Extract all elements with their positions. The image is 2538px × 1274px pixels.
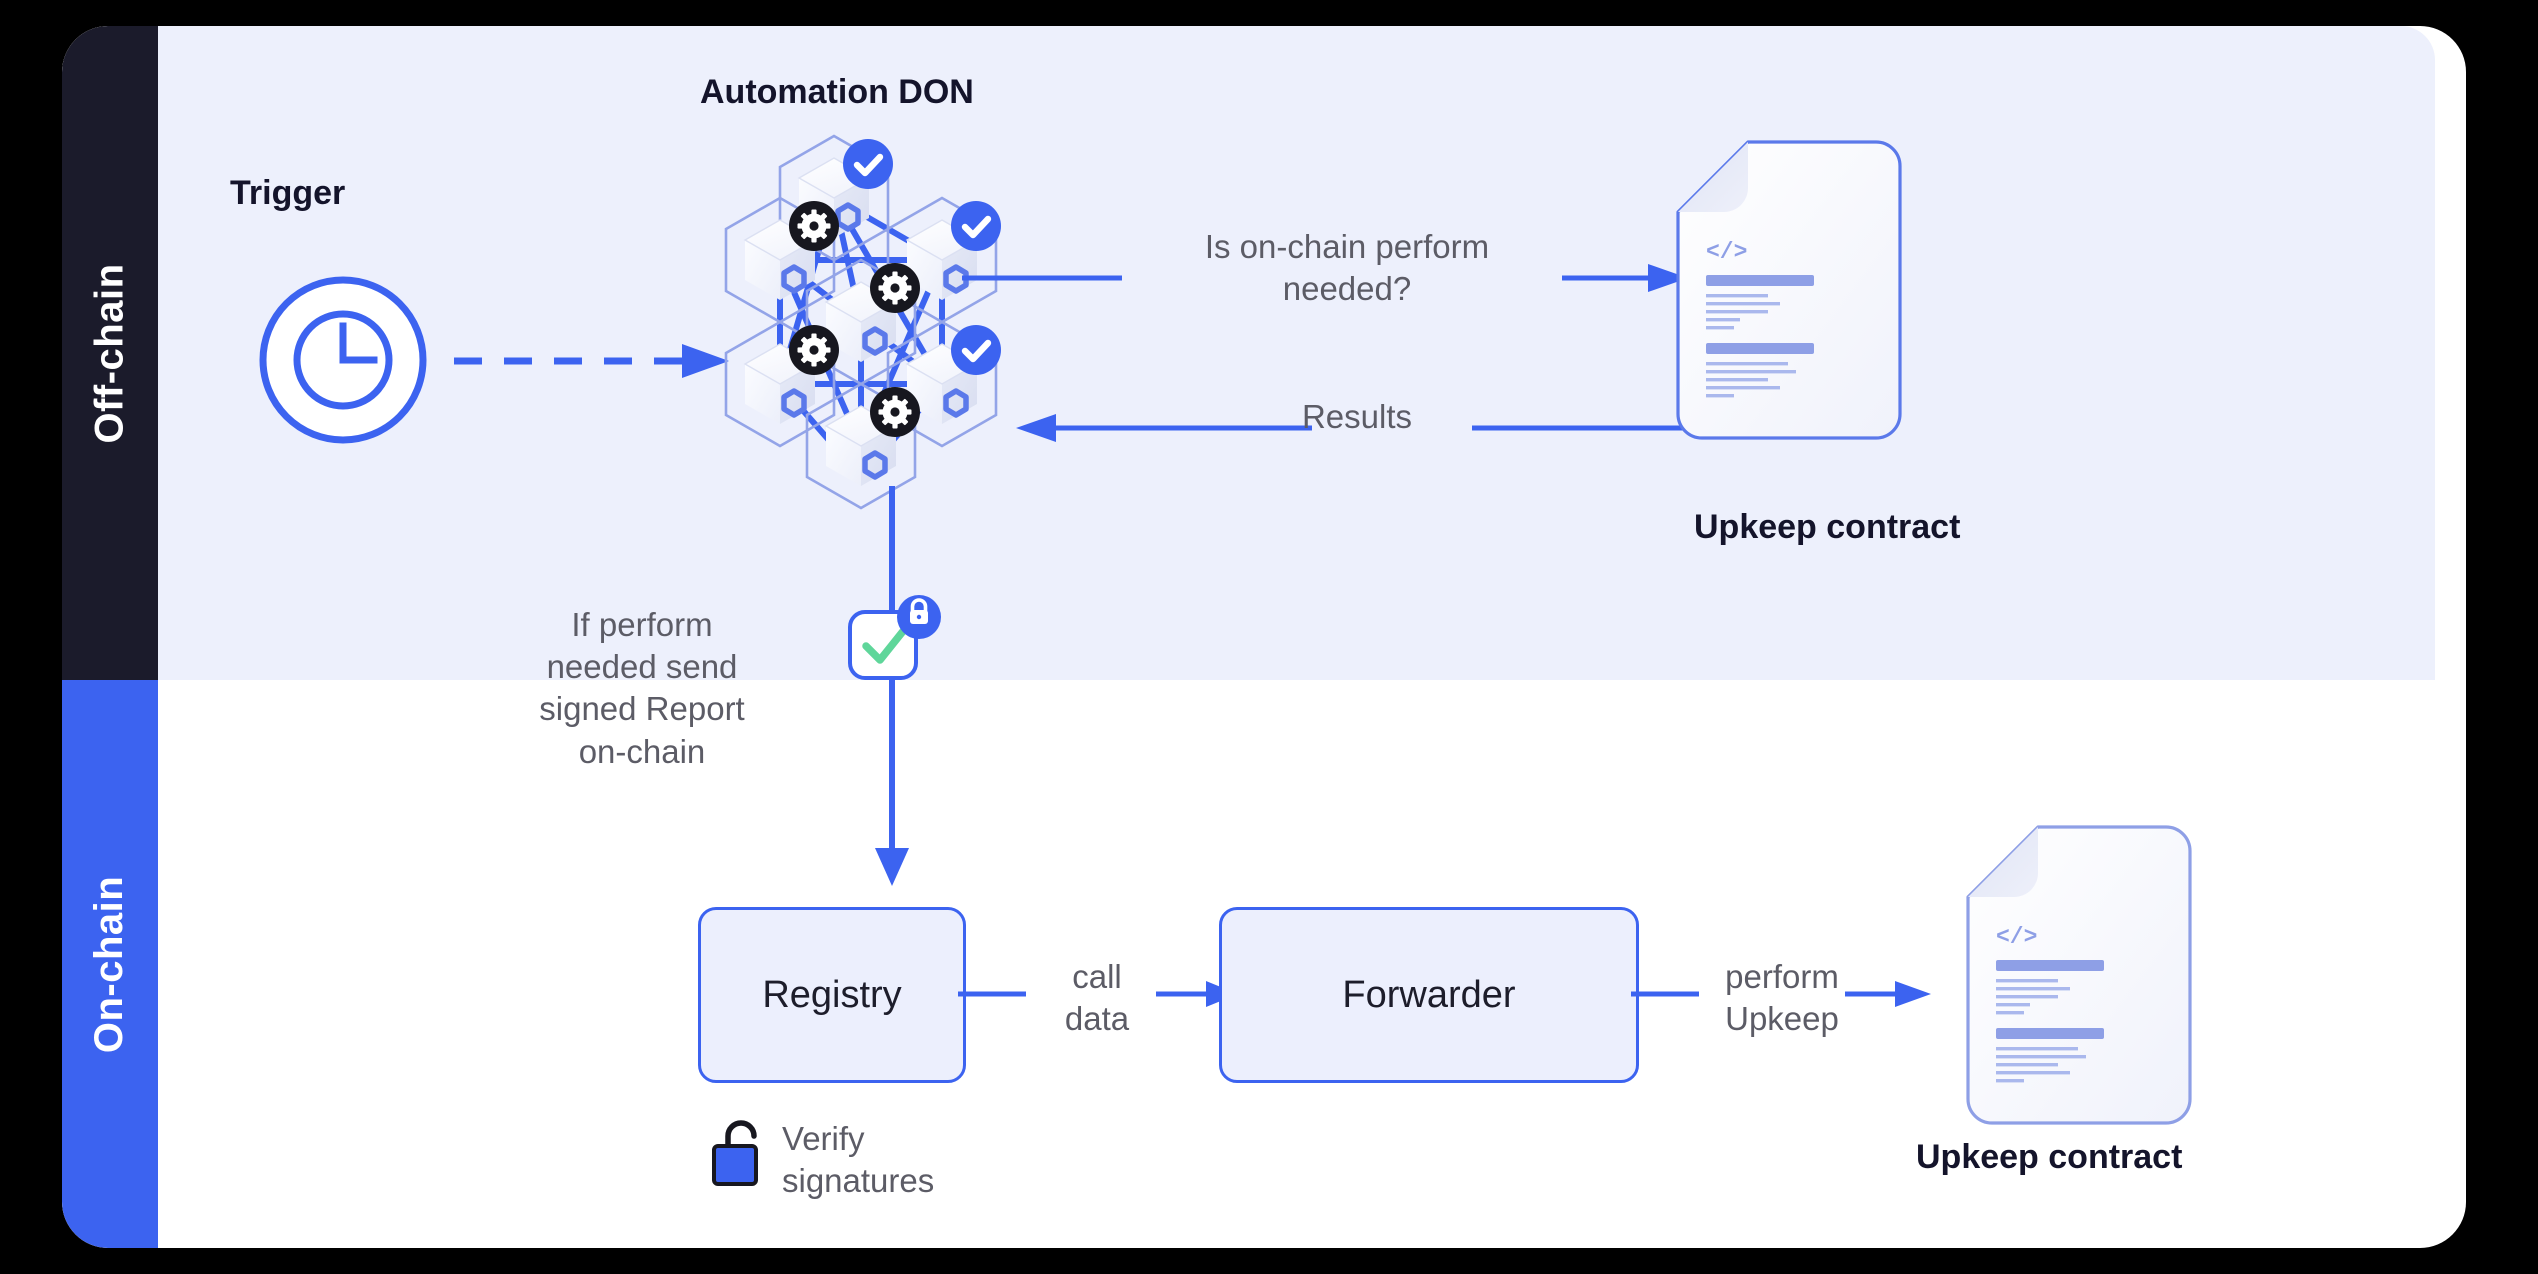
- onchain-rail: On-chain: [62, 680, 158, 1248]
- offchain-panel: [158, 26, 2435, 680]
- open-padlock-icon: [708, 1116, 772, 1188]
- contract-to-don-connector: [1012, 408, 1712, 448]
- trigger-to-don-arrow: [454, 336, 744, 386]
- onchain-rail-label: On-chain: [87, 875, 132, 1053]
- offchain-upkeep-contract-icon: </>: [1662, 136, 1922, 446]
- signed-report-lock-icon: [842, 594, 952, 690]
- forwarder-box[interactable]: Forwarder: [1219, 907, 1639, 1083]
- don-to-contract-connector: [962, 258, 1702, 298]
- svg-text:</>: </>: [1996, 924, 2037, 950]
- perform-upkeep-label: perform Upkeep: [1725, 958, 1839, 1038]
- onchain-upkeep-contract-label: Upkeep contract: [1916, 1138, 2183, 1176]
- trigger-label: Trigger: [230, 174, 346, 212]
- forwarder-to-contract-connector: [1631, 974, 1931, 1014]
- offchain-rail-label: Off-chain: [87, 262, 132, 444]
- results-label: Results: [1301, 398, 1413, 435]
- svg-text:</>: </>: [1706, 239, 1747, 265]
- don-title: Automation DON: [700, 73, 974, 111]
- perform-question-label: Is on-chain perform needed?: [1204, 228, 1490, 308]
- offchain-upkeep-contract-label: Upkeep contract: [1694, 508, 1961, 546]
- offchain-rail: Off-chain: [62, 26, 158, 680]
- call-data-label: call data: [1064, 958, 1130, 1038]
- onchain-upkeep-contract-icon: </>: [1952, 821, 2212, 1131]
- diagram-card: Off-chain On-chain Automation DON Trigge…: [62, 26, 2466, 1248]
- registry-box[interactable]: Registry: [698, 907, 966, 1083]
- registry-label: Registry: [762, 973, 902, 1016]
- automation-don-cluster: [662, 136, 1082, 556]
- forwarder-label: Forwarder: [1342, 973, 1516, 1016]
- verify-signatures-label: Verify signatures: [782, 1120, 935, 1200]
- trigger-icon: [252, 269, 434, 451]
- send-signed-report-label: If perform needed send signed Report on-…: [539, 606, 745, 770]
